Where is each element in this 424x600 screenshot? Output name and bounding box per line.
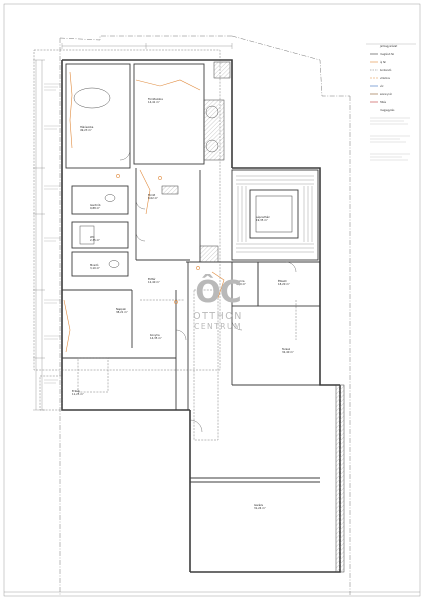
legend-item: új fal xyxy=(380,61,386,64)
legend-item: víz xyxy=(380,85,384,88)
sanitary-fixtures xyxy=(73,87,219,268)
dimension-lines xyxy=(33,43,233,411)
service-markers xyxy=(63,71,225,353)
door-swings xyxy=(119,149,297,433)
watermark-text-line1: OTTHON xyxy=(193,311,243,322)
sheet-border xyxy=(3,3,421,597)
watermark-logo: ÔC xyxy=(195,275,242,310)
legend-item: szennyvíz xyxy=(380,93,392,96)
site-boundary xyxy=(59,35,351,595)
dashed-outlines xyxy=(33,49,297,441)
legend-item: villamos xyxy=(380,77,391,80)
hatched-elements xyxy=(161,61,345,573)
staircase xyxy=(231,169,319,261)
legend-item: bontandó xyxy=(380,69,392,72)
legend: Jelmagyarázat meglévő fal új fal bontand… xyxy=(366,43,416,161)
legend-item: meglévő fal xyxy=(380,53,394,56)
legend-title: Jelmagyarázat xyxy=(379,45,397,48)
watermark-text-line2: CENTRUM xyxy=(194,322,242,331)
legend-item: fűtés xyxy=(380,101,387,104)
inner-walls xyxy=(62,63,321,483)
annotation-ticks xyxy=(44,83,60,384)
watermark: ÔC OTTHON CENTRUM xyxy=(188,275,248,332)
legend-item: megjegyzés xyxy=(380,109,395,112)
